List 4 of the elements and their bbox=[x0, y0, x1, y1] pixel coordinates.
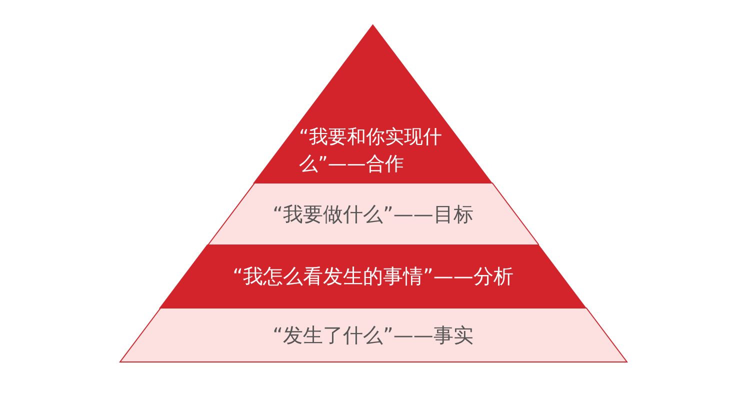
layer-label: “我要和你实现什么”——合作 bbox=[298, 125, 443, 177]
layer-label: “我要做什么”——目标 bbox=[272, 201, 474, 228]
layer-label: “发生了什么”——事实 bbox=[272, 322, 474, 349]
layer-label: “我怎么看发生的事情”——分析 bbox=[232, 263, 514, 290]
